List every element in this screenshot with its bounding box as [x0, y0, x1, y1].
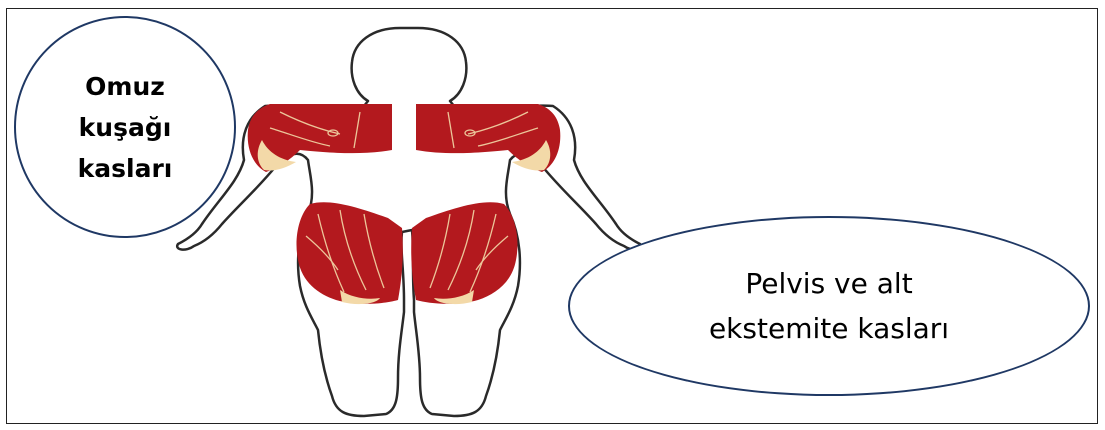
pelvis-label-line-2: ekstemite kasları	[709, 306, 949, 351]
body-silhouette	[177, 28, 641, 416]
shoulder-label-line-2: kuşağı	[78, 107, 173, 148]
label-bubble-shoulder-girdle: Omuz kuşağı kasları	[14, 16, 236, 238]
shoulder-label-line-3: kasları	[78, 148, 173, 189]
pelvis-label-line-1: Pelvis ve alt	[709, 261, 949, 306]
label-bubble-pelvis-lower-extremity: Pelvis ve alt ekstemite kasları	[568, 216, 1090, 396]
shoulder-label-line-1: Omuz	[78, 66, 173, 107]
